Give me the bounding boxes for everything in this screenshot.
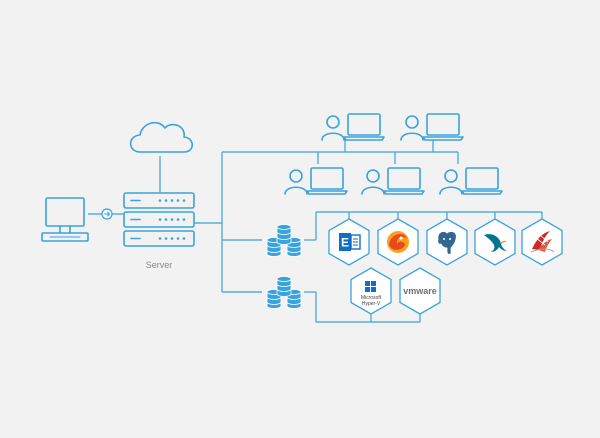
vmware-logo-icon: vmware bbox=[399, 267, 441, 315]
hyper-v-label-line1: Microsoft bbox=[361, 295, 382, 301]
server-label: Server bbox=[146, 260, 173, 270]
exchange-logo-icon: E bbox=[328, 218, 370, 266]
hyper-v-label-line2: Hyper-V bbox=[362, 301, 381, 307]
sql-server-logo-icon bbox=[521, 218, 563, 266]
client-computer-icon bbox=[41, 197, 89, 242]
hyper-v-logo-icon: Microsoft Hyper-V bbox=[350, 267, 392, 315]
vmware-label: vmware bbox=[403, 286, 437, 296]
user-laptop-icon-top-1 bbox=[321, 113, 385, 141]
exchange-letter: E bbox=[341, 236, 349, 250]
user-laptop-icon-mid-1 bbox=[284, 167, 348, 195]
server-icon bbox=[123, 192, 195, 247]
database-stack-icon-1 bbox=[266, 224, 302, 257]
connection-badge-icon bbox=[101, 208, 113, 220]
firebird-logo-icon bbox=[377, 218, 419, 266]
mysql-logo-icon bbox=[474, 218, 516, 266]
connector-lines bbox=[88, 140, 543, 323]
user-laptop-icon-mid-2 bbox=[361, 167, 425, 195]
cloud-icon bbox=[129, 121, 194, 153]
user-laptop-icon-mid-3 bbox=[439, 167, 503, 195]
postgresql-logo-icon bbox=[426, 218, 468, 266]
database-stack-icon-2 bbox=[266, 276, 302, 309]
user-laptop-icon-top-2 bbox=[400, 113, 464, 141]
